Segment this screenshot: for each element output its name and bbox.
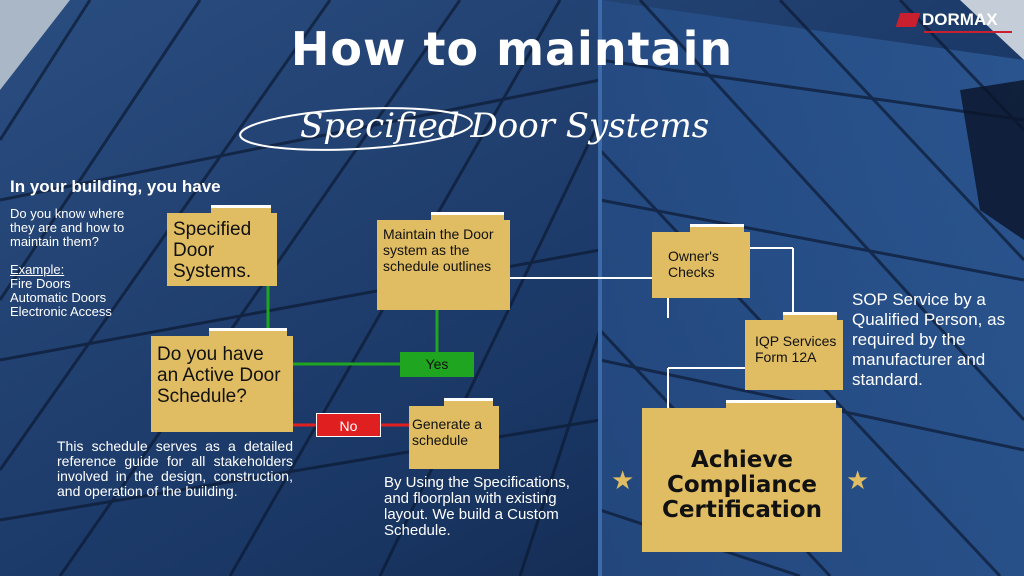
note-custom-schedule: By Using the Specifications, and floorpl…: [384, 474, 570, 539]
star-icon: ★: [846, 465, 870, 495]
node-maintain: Maintain the Door system as the schedule…: [377, 212, 510, 310]
node-specified-door-systems: Specified Door Systems.: [167, 205, 277, 286]
side-question: Do you know where they are and how to ma…: [10, 206, 125, 249]
side-heading: In your building, you have: [10, 177, 221, 196]
node-owners-checks: Owner's Checks: [652, 224, 750, 298]
node-achieve-compliance: Achieve Compliance Certification: [642, 400, 842, 552]
note-schedule: This schedule serves as a detailed refer…: [57, 438, 293, 499]
note-sop: SOP Service by a Qualified Person, as re…: [852, 290, 1006, 389]
example-item: Electronic Access: [10, 304, 112, 319]
page-title: How to maintain: [290, 22, 734, 76]
star-icon: ★: [611, 465, 635, 495]
page-subtitle: Specified Door Systems: [300, 106, 710, 146]
dormax-logo: DORMAX: [895, 10, 1012, 33]
logo-mark-icon: [895, 13, 921, 27]
node-generate-schedule: Generate a schedule: [409, 398, 499, 469]
side-info: Do you know where they are and how to ma…: [10, 207, 150, 319]
example-item: Fire Doors: [10, 276, 71, 291]
no-label: No: [316, 413, 381, 437]
example-label: Example:: [10, 262, 65, 277]
node-active-schedule: Do you have an Active Door Schedule?: [151, 328, 293, 432]
logo-text: DORMAX: [922, 10, 998, 29]
example-item: Automatic Doors: [10, 290, 107, 305]
yes-label: Yes: [400, 352, 474, 377]
node-iqp-services: IQP Services Form 12A: [745, 312, 843, 390]
